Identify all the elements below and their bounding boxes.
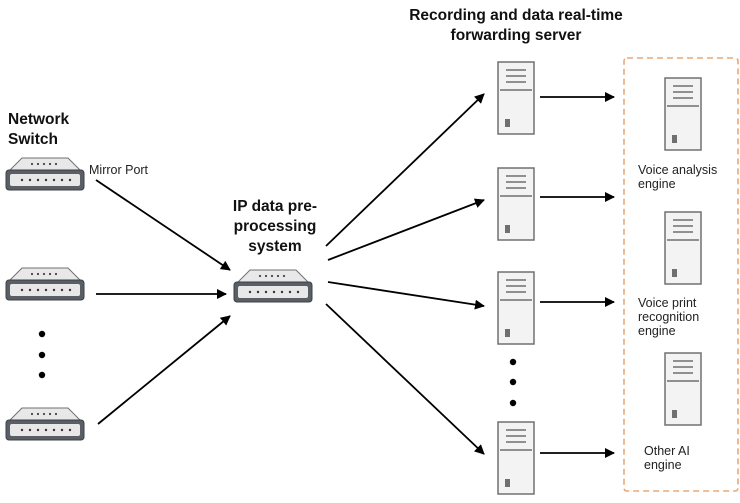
server-tower-icon [497,271,535,345]
server-tower-icon [664,77,702,151]
arrow-preprocessor-to-server3 [327,281,485,310]
voice-print-engine-label: Voice print recognition engine [638,296,700,338]
arrow-switch3-to-preprocessor [97,315,231,425]
network-switch-title: Network Switch [8,111,70,148]
other-ai-engine-label: Other AI engine [644,444,690,472]
network-switch-icon [5,157,85,191]
server-tower-icon [497,421,535,495]
preprocessing-system-title: IP data pre- processing system [232,198,318,255]
server-tower-icon [664,352,702,426]
forwarding-server-title: Recording and data real-time forwarding … [409,7,623,44]
mirror-port-label: Mirror Port [89,163,149,177]
server-tower-icon [664,211,702,285]
arrow-switch1-to-preprocessor [95,179,231,271]
voice-analysis-engine-label: Voice analysis engine [638,163,718,191]
server-tower-icon [497,167,535,241]
preprocessing-system-icon [233,269,313,303]
arrow-preprocessor-to-server1 [325,93,485,247]
ellipsis-dots-servers [509,358,517,407]
arrow-preprocessor-to-server4 [325,303,485,455]
ellipsis-dots-left [38,330,46,379]
arrow-preprocessor-to-server2 [327,198,485,261]
server-tower-icon [497,61,535,135]
ai-engines-container [623,57,739,492]
network-switch-icon [5,407,85,441]
network-switch-icon [5,267,85,301]
